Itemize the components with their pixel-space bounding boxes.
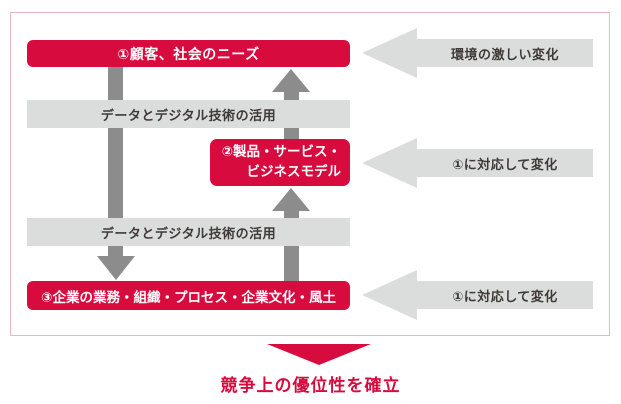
respond-change-arrow-1: ①に対応して変化 — [417, 149, 593, 177]
down-arrow-icon — [97, 256, 135, 280]
data-tech-bar-1-label: データとデジタル技術の活用 — [100, 108, 277, 124]
product-service-line1: ②製品・サービス・ — [221, 143, 341, 160]
product-service-box: ②製品・サービス・ ビジネスモデル — [210, 139, 350, 186]
respond-change-label-1: ①に対応して変化 — [452, 157, 558, 173]
up-arrow-icon-1 — [272, 69, 310, 92]
respond-change-label-2: ①に対応して変化 — [452, 289, 558, 305]
data-tech-bar-1: データとデジタル技術の活用 — [27, 100, 350, 128]
product-service-line2: ビジネスモデル — [246, 163, 342, 180]
environment-change-arrow: 環境の激しい変化 — [417, 39, 593, 67]
environment-change-label: 環境の激しい変化 — [450, 47, 559, 63]
data-tech-bar-2-label: データとデジタル技術の活用 — [100, 226, 277, 242]
needs-box: ①顧客、社会のニーズ — [27, 40, 350, 67]
left-arrow-icon-1 — [362, 28, 417, 78]
down-chevron-icon — [267, 344, 371, 365]
left-arrow-icon-2 — [362, 138, 417, 188]
respond-change-arrow-2: ①に対応して変化 — [417, 281, 593, 309]
needs-box-label: ①顧客、社会のニーズ — [117, 46, 260, 63]
left-arrow-icon-3 — [362, 270, 417, 320]
company-operations-box: ③企業の業務・組織・プロセス・企業文化・風土 — [27, 281, 350, 310]
data-tech-bar-2: データとデジタル技術の活用 — [27, 218, 350, 246]
product-service-box-label: ②製品・サービス・ ビジネスモデル — [222, 143, 341, 182]
company-operations-box-label: ③企業の業務・組織・プロセス・企業文化・風土 — [41, 289, 336, 306]
up-arrow-icon-2 — [272, 188, 310, 211]
footer-label: 競争上の優位性を確立 — [220, 376, 401, 396]
